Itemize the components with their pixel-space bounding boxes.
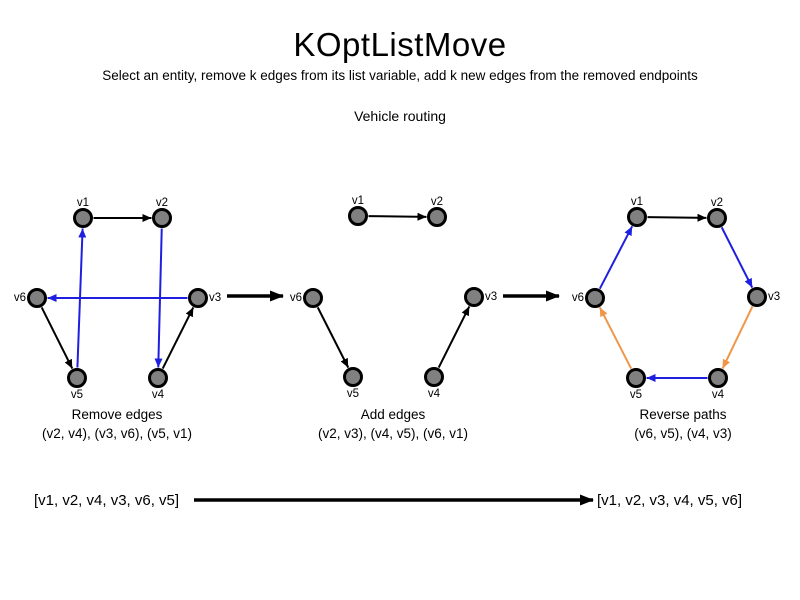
page-title: KOptListMove bbox=[293, 26, 507, 63]
caption-reverse-detail: (v6, v5), (v4, v3) bbox=[634, 426, 732, 441]
caption-remove-edges: Remove edges (v2, v4), (v3, v6), (v5, v1… bbox=[42, 405, 192, 443]
list-before: [v1, v2, v4, v3, v6, v5] bbox=[34, 492, 180, 509]
caption-add-title: Add edges bbox=[360, 407, 426, 422]
reverse-node-v5 bbox=[626, 368, 646, 388]
add-node-v6 bbox=[303, 288, 323, 308]
remove-node-v5 bbox=[67, 368, 87, 388]
use-case-label: Vehicle routing bbox=[354, 108, 446, 124]
caption-reverse-title: Reverse paths bbox=[639, 407, 727, 422]
caption-add-edges: Add edges (v2, v3), (v4, v5), (v6, v1) bbox=[318, 405, 468, 443]
add-node-v4 bbox=[424, 367, 444, 387]
remove-node-v2 bbox=[152, 208, 172, 228]
add-node-v5 bbox=[343, 367, 363, 387]
add-node-v1 bbox=[348, 206, 368, 226]
add-edge-v1-v2 bbox=[368, 212, 427, 221]
remove-edge-v6-v5 bbox=[40, 306, 74, 370]
remove-node-v6 bbox=[27, 288, 47, 308]
subtitle: Select an entity, remove k edges from it… bbox=[102, 68, 698, 83]
reverse-edge-v3-v4 bbox=[721, 306, 754, 369]
reverse-edge-v2-v3 bbox=[720, 226, 754, 289]
reverse-edge-v1-v2 bbox=[647, 213, 707, 222]
reverse-edge-v6-v1 bbox=[598, 225, 634, 290]
reverse-node-v4 bbox=[708, 368, 728, 388]
reverse-node-v2 bbox=[707, 208, 727, 228]
add-edge-v4-v3 bbox=[437, 305, 471, 369]
list-after: [v1, v2, v3, v4, v5, v6] bbox=[597, 492, 743, 509]
caption-remove-detail: (v2, v4), (v3, v6), (v5, v1) bbox=[41, 426, 193, 441]
caption-reverse-paths: Reverse paths (v6, v5), (v4, v3) bbox=[634, 405, 732, 443]
reverse-edge-v5-v6 bbox=[598, 306, 633, 370]
add-edge-v6-v5 bbox=[316, 306, 350, 369]
reverse-node-v3 bbox=[747, 287, 767, 307]
remove-node-v1 bbox=[73, 208, 93, 228]
remove-node-v3 bbox=[188, 288, 208, 308]
remove-edge-v4-v3 bbox=[161, 306, 195, 370]
remove-node-v4 bbox=[148, 368, 168, 388]
add-node-v3 bbox=[464, 287, 484, 307]
reverse-node-v1 bbox=[627, 207, 647, 227]
remove-edge-v5-v1 bbox=[76, 228, 87, 368]
caption-add-detail: (v2, v3), (v4, v5), (v6, v1) bbox=[317, 426, 469, 441]
caption-remove-title: Remove edges bbox=[71, 407, 163, 422]
add-node-v2 bbox=[427, 207, 447, 227]
reverse-node-v6 bbox=[585, 288, 605, 308]
